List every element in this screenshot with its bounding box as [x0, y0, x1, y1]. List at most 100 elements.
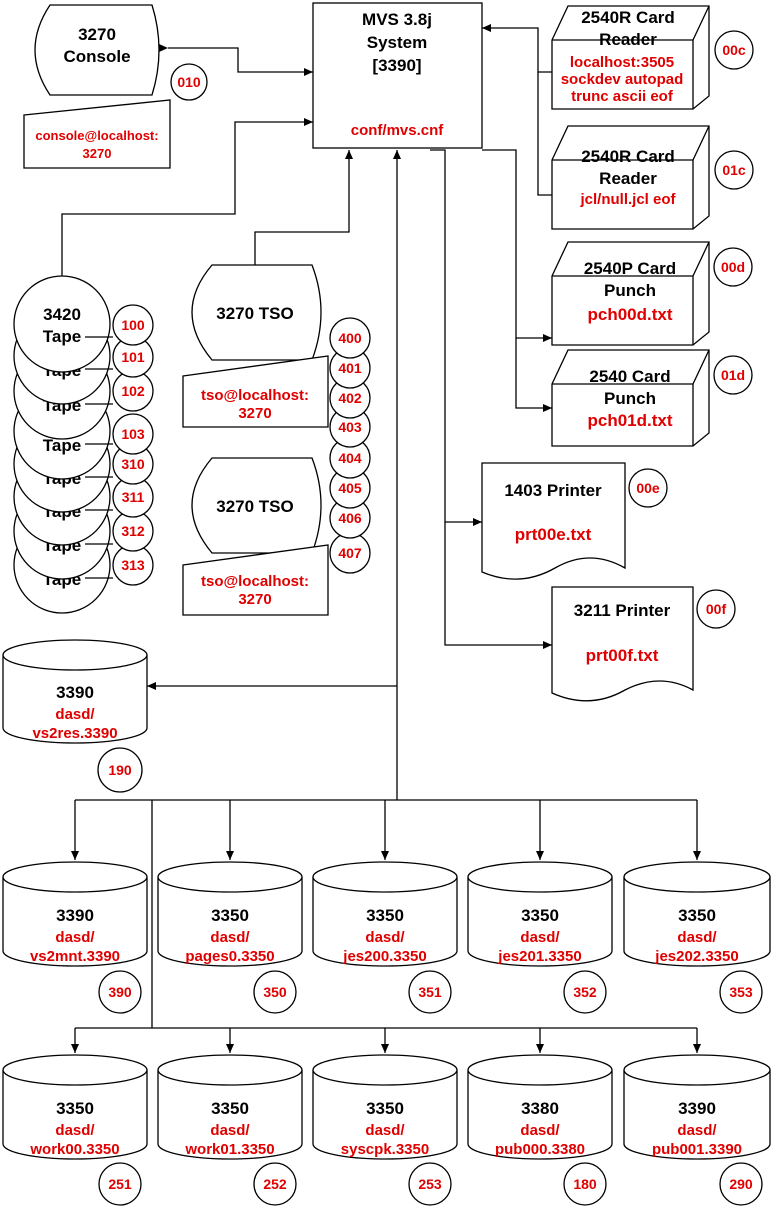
- console-title-line-1: 3270: [78, 25, 116, 44]
- card-reader-00c: 2540R Card Reader localhost:3505 sockdev…: [551, 5, 754, 110]
- dasd-model: 3350: [366, 1099, 404, 1118]
- dasd-syscpk: 3350 dasd/ syscpk.3350 253: [312, 1054, 458, 1206]
- dasd-address: 252: [263, 1176, 287, 1192]
- dasd-address: 390: [108, 984, 132, 1000]
- punch-00d-title-line-1: 2540P Card: [584, 259, 676, 278]
- ipl-volume-file-line-2: vs2res.3390: [32, 725, 117, 742]
- dasd-file-line-2: work00.3350: [29, 1141, 119, 1158]
- dasd-file-line-1: dasd/: [677, 1122, 717, 1139]
- mvs-system-box: MVS 3.8j System [3390] conf/mvs.cnf: [312, 2, 483, 149]
- dasd-address: 253: [418, 1176, 442, 1192]
- dasd-address: 350: [263, 984, 287, 1000]
- dasd-file-line-1: dasd/: [365, 1122, 405, 1139]
- dasd-file-line-2: vs2mnt.3390: [30, 948, 120, 965]
- svg-text:Tape: Tape: [43, 436, 81, 455]
- dasd-file-line-2: work01.3350: [184, 1141, 274, 1158]
- dasd-model: 3350: [678, 906, 716, 925]
- tape-address-circles: 313 312 311 310 103 102 101 100: [112, 304, 154, 586]
- reader-00c-address: 00c: [722, 42, 746, 58]
- console-title-line-2: Console: [63, 47, 130, 66]
- reader-01c-title-line-1: 2540R Card: [581, 147, 675, 166]
- tso-address-406: 406: [338, 510, 362, 526]
- tso-address-404: 404: [338, 450, 362, 466]
- tso-address-circles: 407 406 405 404 403 402 401 400: [329, 317, 371, 574]
- punch-01d-address: 01d: [721, 367, 745, 383]
- dasd-file-line-1: dasd/: [55, 929, 95, 946]
- connectors: [58, 24, 701, 1053]
- dasd-model: 3350: [211, 1099, 249, 1118]
- tape-address-101: 101: [121, 349, 145, 365]
- printer-00f: 3211 Printer prt00f.txt 00f: [551, 586, 736, 702]
- tso-address-405: 405: [338, 480, 362, 496]
- reader-00c-detail-line-1: localhost:3505: [570, 54, 674, 71]
- dasd-model: 3390: [56, 906, 94, 925]
- punch-01d-title-line-2: Punch: [604, 389, 656, 408]
- reader-00c-title-line-1: 2540R Card: [581, 8, 675, 27]
- dasd-address: 352: [573, 984, 597, 1000]
- system-title-line-3: [3390]: [372, 56, 421, 75]
- dasd-file-line-2: jes202.3350: [654, 948, 738, 965]
- punch-00d-address: 00d: [721, 259, 745, 275]
- reader-00c-detail-line-2: sockdev autopad: [561, 71, 684, 88]
- system-title-line-1: MVS 3.8j: [362, 10, 432, 29]
- dasd-address: 351: [418, 984, 442, 1000]
- ipl-volume-file-line-1: dasd/: [55, 706, 95, 723]
- dasd-address: 180: [573, 1176, 597, 1192]
- dasd-address: 353: [729, 984, 753, 1000]
- dasd-file-line-2: jes200.3350: [342, 948, 426, 965]
- tso-address-403: 403: [338, 419, 362, 435]
- reader-01c-detail-line-1: jcl/null.jcl eof: [579, 191, 676, 208]
- tso-2-terminal-line-2: 3270: [238, 591, 271, 608]
- tape-address-313: 313: [121, 557, 145, 573]
- reader-00c-title-line-2: Reader: [599, 30, 657, 49]
- printer-00e-address: 00e: [636, 480, 660, 496]
- tso-address-400: 400: [338, 330, 362, 346]
- dasd-pub001: 3390 dasd/ pub001.3390 290: [623, 1054, 771, 1206]
- dasd-file-line-2: pub000.3380: [495, 1141, 585, 1158]
- ipl-volume-model: 3390: [56, 683, 94, 702]
- punch-01d-title-line-1: 2540 Card: [589, 367, 670, 386]
- ipl-volume-address: 190: [108, 762, 132, 778]
- tape-address-312: 312: [121, 523, 145, 539]
- dasd-file-line-2: pub001.3390: [652, 1141, 742, 1158]
- dasd-work01: 3350 dasd/ work01.3350 252: [157, 1054, 303, 1206]
- tape-reel-100: 3420 Tape: [13, 275, 113, 373]
- tape-address-103: 103: [121, 426, 145, 442]
- tape-address-310: 310: [121, 456, 145, 472]
- dasd-address: 290: [729, 1176, 753, 1192]
- dasd-model: 3350: [211, 906, 249, 925]
- dasd-model: 3390: [678, 1099, 716, 1118]
- punch-01d-output-file: pch01d.txt: [587, 411, 672, 430]
- dasd-file-line-2: jes201.3350: [497, 948, 581, 965]
- punch-00d-title-line-2: Punch: [604, 281, 656, 300]
- system-title-line-2: System: [367, 33, 427, 52]
- console-address: 010: [177, 74, 201, 90]
- dasd-file-line-1: dasd/: [210, 929, 250, 946]
- dasd-address: 251: [108, 1176, 132, 1192]
- printer-00e-title: 1403 Printer: [504, 481, 602, 500]
- tso-1-terminal-line-2: 3270: [238, 405, 271, 422]
- tso-2-terminal-line-1: tso@localhost:: [201, 573, 309, 590]
- printer-00f-address: 00f: [706, 601, 727, 617]
- dasd-file-line-1: dasd/: [55, 1122, 95, 1139]
- console-display-shape: [34, 4, 160, 96]
- dasd-model: 3380: [521, 1099, 559, 1118]
- tape-label-line-2: Tape: [43, 327, 81, 346]
- dasd-pages0: 3350 dasd/ pages0.3350 350: [157, 861, 303, 1014]
- dasd-vs2mnt: 3390 dasd/ vs2mnt.3390 390: [2, 861, 148, 1014]
- tso-1-title: 3270 TSO: [216, 304, 294, 323]
- tape-label-line-1: 3420: [43, 305, 81, 324]
- dasd-model: 3350: [56, 1099, 94, 1118]
- console-device: 3270 Console 010 console@localhost: 3270: [23, 4, 208, 169]
- reader-01c-title-line-2: Reader: [599, 169, 657, 188]
- console-terminal-line-2: 3270: [83, 146, 112, 161]
- console-address-circle: [170, 63, 208, 101]
- dasd-work00: 3350 dasd/ work00.3350 251: [2, 1054, 148, 1206]
- dasd-file-line-1: dasd/: [520, 929, 560, 946]
- dasd-file-line-1: dasd/: [210, 1122, 250, 1139]
- tso-group-1: 3270 TSO tso@localhost: 3270: [182, 264, 329, 428]
- dasd-ipl-vs2res: 3390 dasd/ vs2res.3390 190: [2, 639, 148, 793]
- console-terminal-shape: [23, 99, 171, 169]
- dasd-file-line-1: dasd/: [365, 929, 405, 946]
